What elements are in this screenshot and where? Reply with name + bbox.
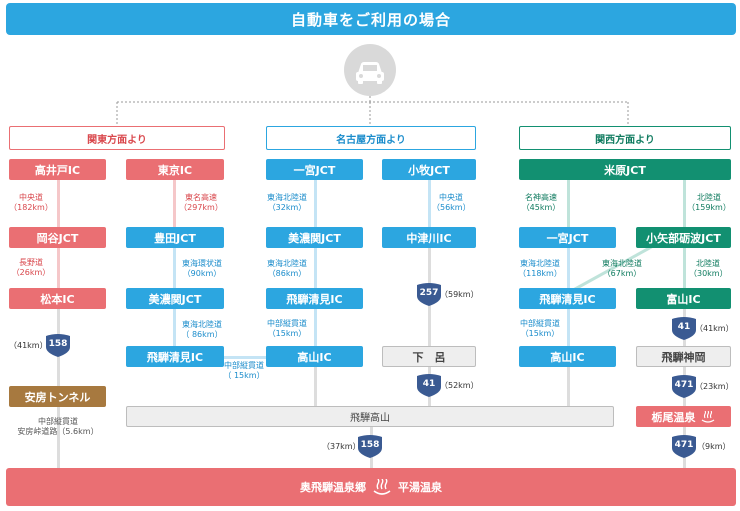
road-chubujukan-3: 中部縦貫道（15km）	[520, 319, 560, 338]
box-tokyo-ic: 東京IC	[126, 159, 224, 180]
box-takayama-ic-2: 高山IC	[519, 346, 616, 367]
route-41-shield-1: 41	[416, 373, 442, 397]
line-minoseki-hidakiyomi	[173, 298, 176, 352]
road-meishin: 名神高速（45km）	[521, 193, 561, 212]
line-abo-dest	[57, 405, 60, 470]
line-tokyo-toyota	[173, 170, 176, 232]
box-toyama-ic: 富山IC	[636, 288, 731, 309]
line-takayama-hidatakayama	[314, 360, 317, 406]
tochio-label: 栃尾温泉	[651, 410, 696, 424]
road-chuo-2: 中央道（56km）	[432, 193, 471, 212]
line-maibara-ichinomiya	[567, 170, 570, 232]
line-toyota-minoseki	[173, 238, 176, 292]
road-tokaihokuriku-3: 東海北陸道（86km）	[267, 259, 307, 278]
box-ichinomiya-jct-1: 一宮JCT	[266, 159, 363, 180]
line-oyabe-toyama	[683, 238, 686, 292]
road-tokaihokuriku-4: 東海北陸道（118km）	[518, 259, 562, 278]
road-hokuriku-1: 北陸道（159km）	[687, 193, 731, 212]
route-471-shield-2: 471	[671, 434, 697, 458]
route-41-shield-2: 41	[671, 316, 697, 340]
route-471-shield-1: 471	[671, 374, 697, 398]
box-tochio-onsen: 栃尾温泉	[636, 406, 731, 427]
line-ichinomiya2-kiyomi3	[567, 238, 570, 292]
destination-hirayu: 平湯温泉	[398, 481, 442, 494]
box-hidakiyomi-ic-1: 飛騨清見IC	[126, 346, 224, 367]
line-kiyomi-takayama	[212, 356, 280, 359]
dotted-connectors	[116, 96, 629, 126]
route-41-km-2: （41km）	[695, 324, 734, 333]
box-toyota-jct: 豊田JCT	[126, 227, 224, 248]
line-kiyomi2-takayama	[314, 298, 317, 352]
box-hidakamioka: 飛騨神岡	[636, 346, 731, 367]
line-kiyomi3-takayama2	[567, 298, 570, 352]
line-maibara-oyabe	[683, 170, 686, 232]
line-takayama2-hidatakayama	[567, 360, 570, 406]
route-471-km-1: （23km）	[695, 382, 734, 391]
route-158-km-2: （37km）	[322, 442, 361, 451]
road-nagano: 長野道（26km）	[11, 258, 51, 277]
box-takaido-ic: 高井戸IC	[9, 159, 106, 180]
route-158-shield-2: 158	[357, 434, 383, 458]
line-komaki-nakatsugawa	[428, 170, 431, 232]
car-icon	[344, 44, 396, 96]
line-okaya-matsumoto	[57, 238, 60, 292]
box-ichinomiya-jct-2: 一宮JCT	[519, 227, 616, 248]
route-41-km-1: （52km）	[440, 381, 479, 390]
line-oyabe-kiyomi3	[565, 238, 665, 296]
title-bar: 自動車をご利用の場合	[6, 3, 736, 35]
box-maibara-jct: 米原JCT	[519, 159, 731, 180]
box-okaya-jct: 岡谷JCT	[9, 227, 106, 248]
section-kansai: 関西方面より	[519, 126, 731, 150]
road-tomei: 東名高速（297km）	[179, 193, 223, 212]
box-nakatsugawa-ic: 中津川IC	[382, 227, 476, 248]
box-matsumoto-ic: 松本IC	[9, 288, 106, 309]
route-471-km-2: （9km）	[697, 442, 731, 451]
box-gero: 下 呂	[382, 346, 476, 367]
box-hidakiyomi-ic-3: 飛騨清見IC	[519, 288, 616, 309]
box-minoseki-jct-2: 美濃関JCT	[266, 227, 363, 248]
section-kanto: 関東方面より	[9, 126, 225, 150]
road-chubujukan-2: 中部縦貫道（15km）	[267, 319, 307, 338]
box-takayama-ic-1: 高山IC	[266, 346, 363, 367]
road-hokuriku-2: 北陸道（30km）	[689, 259, 728, 278]
road-tokaihokuriku-1: 東海北陸道（ 86km）	[181, 320, 223, 339]
page-title: 自動車をご利用の場合	[290, 10, 451, 29]
route-158-km-1: （41km）	[9, 341, 48, 350]
route-158-shield-1: 158	[45, 333, 71, 357]
road-tokaihokuriku-2: 東海北陸道（32km）	[267, 193, 307, 212]
road-chuo: 中央道（182km）	[9, 193, 53, 212]
route-257-km: （59km）	[440, 290, 479, 299]
onsen-icon	[701, 410, 714, 423]
line-minoseki-kiyomi2	[314, 238, 317, 292]
box-hida-takayama: 飛騨高山	[126, 406, 614, 427]
box-minoseki-jct-1: 美濃関JCT	[126, 288, 224, 309]
road-tokaikanjo: 東海環状道（90km）	[182, 259, 222, 278]
box-hidakiyomi-ic-2: 飛騨清見IC	[266, 288, 363, 309]
road-chubujukan-1: 中部縦貫道（ 15km）	[223, 361, 265, 380]
onsen-icon	[373, 479, 391, 495]
route-257-shield: 257	[416, 282, 442, 306]
line-takaido-okaya	[57, 170, 60, 232]
road-tokaihokuriku-5: 東海北陸道（67km）	[602, 259, 642, 278]
road-abo-note: 中部縦貫道安房峠道路（5.6km）	[17, 417, 99, 436]
box-komaki-jct: 小牧JCT	[382, 159, 476, 180]
section-nagoya: 名古屋方面より	[266, 126, 476, 150]
destination-okuhida: 奥飛騨温泉郷	[300, 481, 366, 494]
destination-bar: 奥飛騨温泉郷 平湯温泉	[6, 468, 736, 506]
box-oyabe-tonami-jct: 小矢部砺波JCT	[636, 227, 731, 248]
box-abo-tunnel: 安房トンネル	[9, 386, 106, 407]
line-ichinomiya-minoseki	[314, 170, 317, 232]
